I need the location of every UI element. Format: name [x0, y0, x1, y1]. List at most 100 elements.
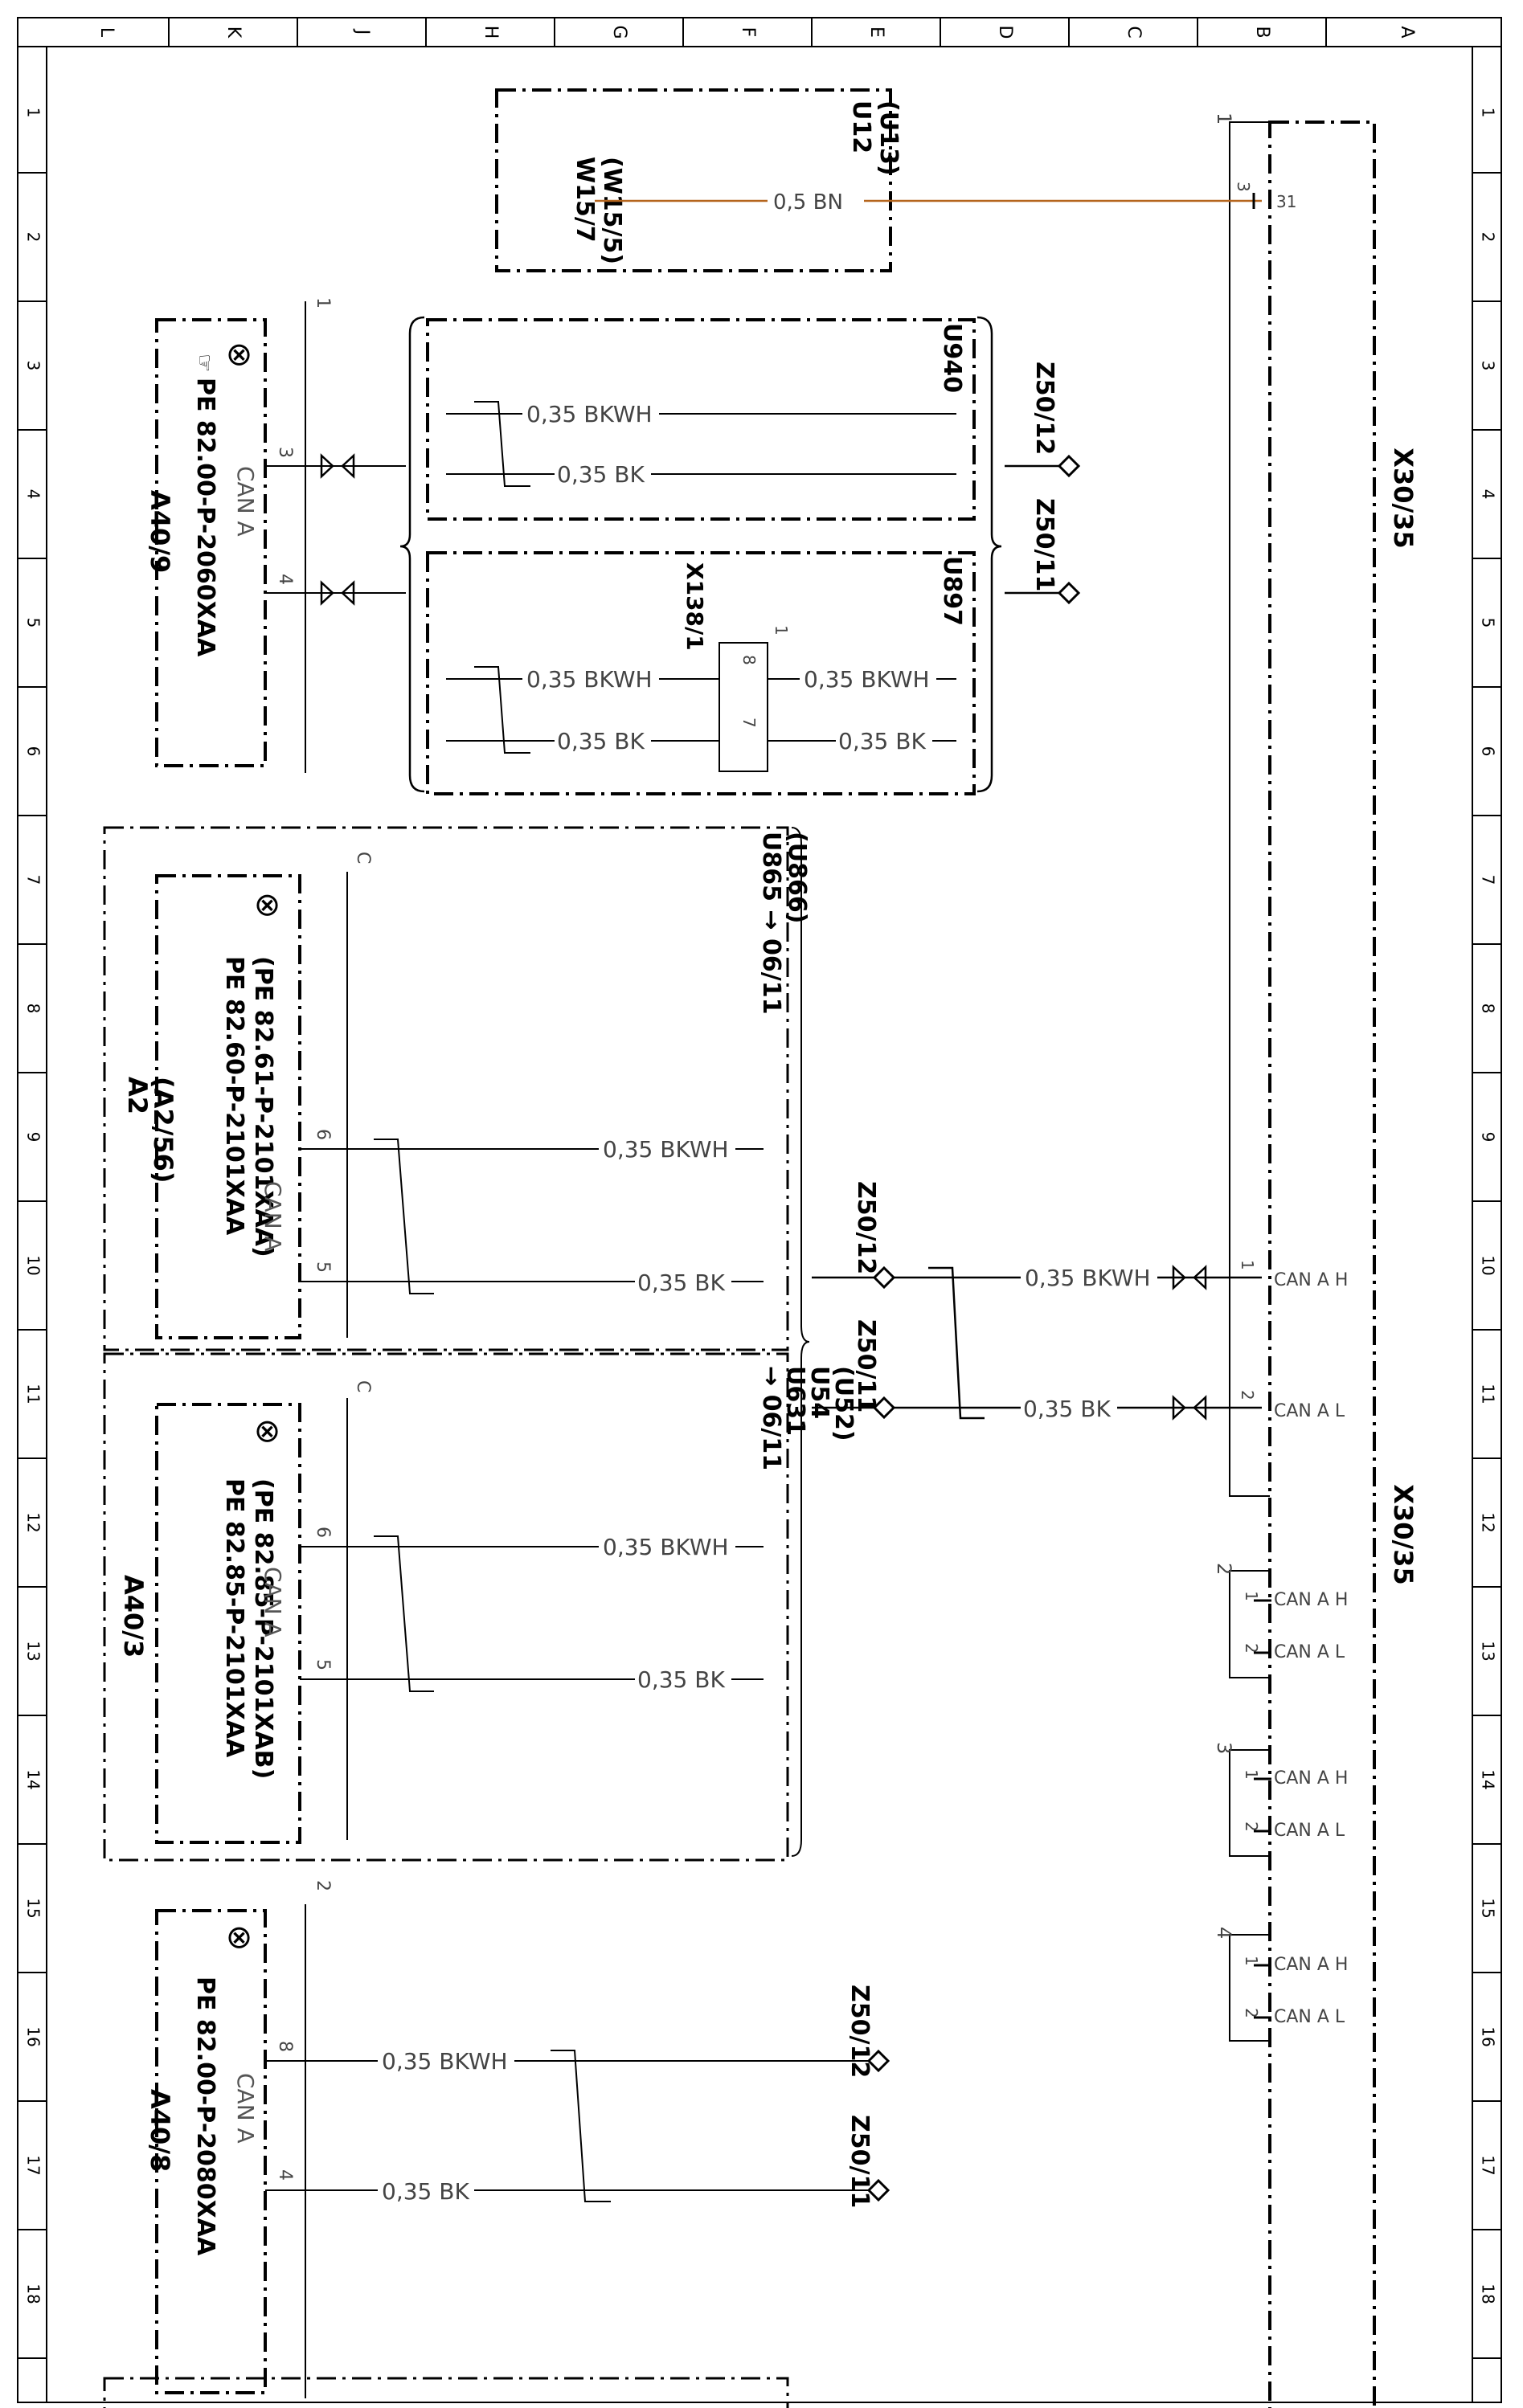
grid-row-label: 8 — [1479, 1004, 1498, 1014]
u940-label: U940 — [938, 323, 966, 393]
grid-row-label: 12 — [24, 1512, 43, 1532]
pin-number: 7 — [739, 717, 759, 728]
grid-col-label: L — [96, 27, 117, 38]
a40-3-label: A40/3 — [118, 1575, 149, 1658]
splice-label-z50-11: Z50/11 — [845, 2115, 874, 2208]
grid-row-label: 5 — [24, 618, 43, 628]
grid-row-label: 1 — [24, 108, 43, 118]
grid-row-label: 2 — [24, 232, 43, 243]
wire-label-bk: 0,35 BK — [1023, 1396, 1111, 1422]
grid-row-label: 9 — [1479, 1132, 1498, 1143]
grid-row-label: 4 — [1479, 489, 1498, 500]
grid-row-label: 14 — [24, 1769, 43, 1789]
grid-col-label: H — [481, 26, 501, 39]
pin-number: C — [353, 852, 373, 864]
hand-pointer-icon: ☞ — [192, 354, 216, 372]
a2-block — [155, 874, 301, 1339]
grid-row-label: 17 — [24, 2155, 43, 2175]
grid-row-label: 2 — [1479, 232, 1498, 243]
a40-8-name: A40/8 — [145, 2089, 175, 2172]
pin-number: 4 — [275, 574, 295, 585]
can-low-label: CAN A L — [1274, 1401, 1345, 1421]
grid-row-label: 15 — [1479, 1898, 1498, 1918]
grid-row-label: 6 — [1479, 746, 1498, 757]
u631-label: → 06/11 U631 U54 (U52) — [757, 1366, 858, 1479]
transistor-icon: ⊗ — [221, 1924, 258, 1952]
splice-label-z50-11: Z50/11 — [852, 1319, 880, 1413]
grid-col-label: J — [352, 28, 372, 35]
grid-row-label: 14 — [1479, 1769, 1498, 1789]
pin-number: 8 — [739, 655, 759, 665]
pin-number: 31 — [1276, 192, 1296, 211]
pin-number: 6 — [313, 1527, 333, 1538]
can-low-label: CAN A L — [1274, 2007, 1345, 2027]
grid-col-label: C — [1124, 26, 1144, 38]
splice-label-z50-12: Z50/12 — [845, 1985, 874, 2078]
grid-col-label: G — [609, 25, 629, 39]
wire-label-bk: 0,35 BK — [838, 728, 926, 754]
can-low-label: CAN A L — [1274, 1821, 1345, 1841]
wire-label-bkwh: 0,35 BKWH — [1025, 1265, 1151, 1291]
grid-row-label: 13 — [1479, 1641, 1498, 1661]
grid-row-label: 16 — [24, 2026, 43, 2046]
pin-number: 6 — [313, 1129, 333, 1140]
pin-number: 1 — [1242, 1769, 1261, 1780]
u12-block — [495, 88, 892, 272]
grid-row-label: 10 — [24, 1255, 43, 1275]
wire-label-bk: 0,35 BK — [557, 728, 645, 754]
brace-u865-u631 — [791, 827, 810, 1857]
x138-connector — [719, 642, 768, 772]
pin-number: 4 — [275, 2169, 295, 2181]
can-label: CAN A — [232, 2073, 259, 2144]
a40-9-doc: PE 82.00-P-2060XAA — [191, 378, 219, 657]
grid-row-label: 18 — [1479, 2283, 1498, 2304]
wire-label-bk: 0,35 BK — [637, 1666, 725, 1693]
can-high-label: CAN A H — [1274, 1270, 1348, 1290]
u897-block — [426, 551, 976, 795]
grid-row-label: 17 — [1479, 2155, 1498, 2175]
u897-label: U897 — [938, 556, 966, 626]
can-high-label: CAN A H — [1274, 1955, 1348, 1975]
a40-9-block — [155, 318, 267, 767]
grid-col-label: B — [1252, 26, 1272, 38]
u865-label: U865 → 06/11 (U866) — [757, 832, 811, 1023]
plug-icons — [320, 453, 1207, 1421]
u12-label: U12 (U13) — [847, 100, 903, 176]
grid-row-label: 16 — [1479, 2026, 1498, 2046]
pin-number: 8 — [275, 2041, 295, 2052]
transistor-icon: ⊗ — [249, 892, 286, 919]
wire-label-bkwh: 0,35 BKWH — [382, 2048, 508, 2075]
can-low-label: CAN A L — [1274, 1642, 1345, 1662]
grid-row-label: 5 — [1479, 618, 1498, 628]
wire-label-bk: 0,35 BK — [557, 461, 645, 488]
can-label: CAN A — [260, 1567, 286, 1637]
wire-label-bn: 0,5 BN — [773, 190, 843, 215]
x138-label: X138/1 — [682, 562, 708, 651]
can-high-label: CAN A H — [1274, 1590, 1348, 1610]
splice-label-z50-12: Z50/12 — [852, 1181, 880, 1274]
pin-number: 2 — [313, 1880, 333, 1891]
a40-8-doc: PE 82.00-P-2080XAA — [191, 1977, 219, 2256]
pin-number: 2 — [1242, 1643, 1261, 1654]
a40-3-doc: PE 82.85-P-2101XAA (PE 82.85-P-2101XAB) — [220, 1478, 277, 1779]
transistor-icon: ⊗ — [249, 1418, 286, 1445]
wire-label-bkwh: 0,35 BKWH — [526, 401, 653, 427]
x30-35-connector — [1268, 121, 1376, 2408]
grid-row-label: 10 — [1479, 1255, 1498, 1275]
grid-row-label: 7 — [24, 875, 43, 885]
bottom-partial-block — [103, 2377, 789, 2408]
grid-row-label: 12 — [1479, 1512, 1498, 1532]
pin-number: 1 — [1242, 1591, 1261, 1601]
grid-row-label: 11 — [1479, 1384, 1498, 1404]
pin-number: 2 — [1242, 2008, 1261, 2018]
grid-row-label: 13 — [24, 1641, 43, 1661]
pin-number: 1 — [1238, 1260, 1257, 1270]
grid-row-labels-right: 1 2 3 4 5 6 7 8 9 10 11 12 13 14 15 16 1… — [1479, 108, 1498, 2304]
a2-label: A2 (A2/56) — [122, 1077, 178, 1184]
pin-number: 1 — [772, 625, 791, 636]
w15-label: W15/7 (W15/5) — [571, 157, 626, 264]
wire-label-bkwh: 0,35 BKWH — [526, 666, 653, 693]
housing-number: 4 — [1213, 1927, 1235, 1939]
grid-row-label: 11 — [24, 1384, 43, 1404]
pin-number: C — [353, 1380, 373, 1392]
